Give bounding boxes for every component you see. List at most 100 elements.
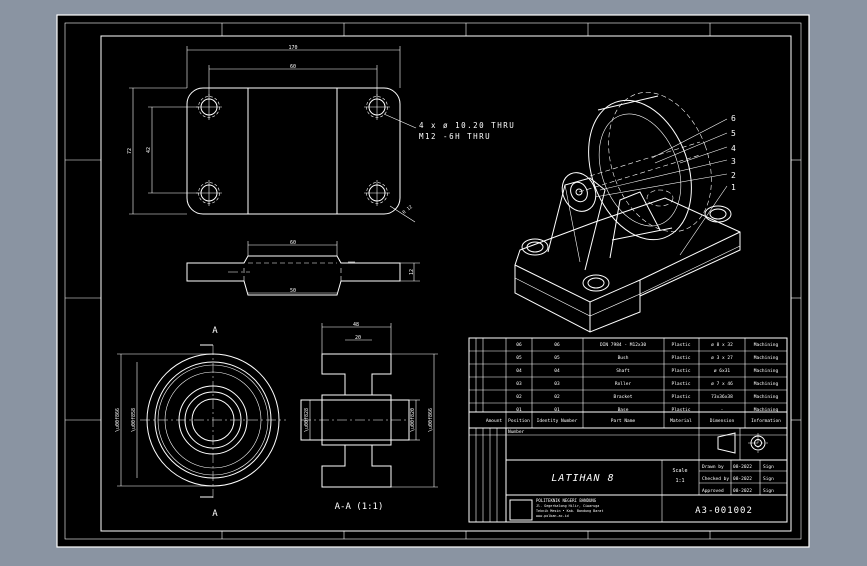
top-view: 170 60 72 42 R 12 <box>127 45 417 223</box>
approved-sign: Sign <box>763 488 774 494</box>
bom-header-dimension: Dimension <box>710 418 735 424</box>
bom-cell-material: Plastic <box>672 381 691 387</box>
bom-cell-identity: 06 <box>554 342 560 348</box>
bom-header-position: Position <box>508 418 530 424</box>
balloon-5: 5 <box>731 129 736 138</box>
company-line-2: Jl. Gegerkalong Hilir, Ciwaruga <box>536 504 599 508</box>
bom-cell-dimension: ø 3 x 27 <box>711 355 733 361</box>
bom-cell-identity: 04 <box>554 368 560 374</box>
bom-cell-part: Roller <box>615 381 632 387</box>
zone-markers <box>65 23 801 539</box>
svg-text:60: 60 <box>290 64 296 70</box>
balloon-2: 2 <box>731 171 736 180</box>
svg-text:60: 60 <box>290 240 296 246</box>
bom-cell-dimension: - <box>721 408 724 413</box>
sheet-outer-frame <box>56 14 810 548</box>
drawing-title: LATIHAN 8 <box>551 473 614 484</box>
balloon-labels: 6 5 4 3 2 1 <box>731 114 736 192</box>
bom-cell-remark: Machining <box>754 381 779 387</box>
bom-header-amount: Amount <box>486 418 503 424</box>
balloon-1: 1 <box>731 183 736 192</box>
bom-cell-part: DIN 7984 - M12x30 <box>600 342 646 348</box>
bom-cell-part: Shaft <box>616 368 630 374</box>
bom-cell-identity: 02 <box>554 394 560 400</box>
balloon-4: 4 <box>731 144 736 153</box>
bom-cell-material: Plastic <box>672 394 691 400</box>
hole-callout-line2: M12 -6H THRU <box>419 132 491 141</box>
bom-cell-material: Plastic <box>672 355 691 361</box>
bom-cell-remark: Machining <box>754 342 779 348</box>
svg-text:42: 42 <box>146 147 152 153</box>
approved-label: Approved <box>702 488 724 494</box>
checked-by-label: Checked by <box>702 476 729 482</box>
drawing-border <box>100 35 792 532</box>
drawing-number: A3-001002 <box>695 506 753 516</box>
isometric-view <box>514 92 741 333</box>
checked-sign: Sign <box>763 476 774 482</box>
bom-cell-dimension: ø 7 x 46 <box>711 381 733 387</box>
svg-text:\u00f858: \u00f858 <box>131 408 137 432</box>
bom-header: Amount Position Identity Number Part Nam… <box>486 418 781 424</box>
svg-text:\u00f866: \u00f866 <box>115 408 121 432</box>
bom-cell-item: 03 <box>516 381 522 387</box>
balloon-3: 3 <box>731 157 736 166</box>
section-view: 48 20 \u00f866 \u00f820 \u00f828 <box>300 322 438 488</box>
checked-date: 08-2022 <box>733 476 752 482</box>
svg-text:\u00f866: \u00f866 <box>428 408 434 432</box>
company-line-4: www.polban.ac.id <box>536 514 569 518</box>
bom-cell-material: Plastic <box>672 342 691 348</box>
title-block <box>468 427 788 523</box>
balloon-6: 6 <box>731 114 736 123</box>
bom-row: 01 01 Base Plastic - Machining <box>516 407 778 413</box>
scale-label: Scale <box>672 468 687 474</box>
number-label: Number <box>508 429 525 435</box>
bom-cell-remark: Machining <box>754 407 779 413</box>
bom-row: 06 06 DIN 7984 - M12x30 Plastic ø 8 x 32 Mach… <box>516 342 778 348</box>
drawn-sign: Sign <box>763 464 774 470</box>
bom-cell-item: 05 <box>516 355 522 361</box>
svg-text:20: 20 <box>355 335 361 341</box>
drawn-by-label: Drawn by <box>702 464 724 470</box>
bom-cell-part: Base <box>618 407 629 413</box>
svg-text:72: 72 <box>127 148 133 154</box>
bom-header-information: Information <box>751 418 781 424</box>
bom-header-part-name: Part Name <box>611 418 636 424</box>
section-mark-top: A <box>212 326 218 336</box>
approved-date: 08-2022 <box>733 488 752 494</box>
scale-value: 1:1 <box>675 478 684 484</box>
bom-cell-item: 06 <box>516 342 522 348</box>
bom-cell-material: Plastic <box>672 368 691 374</box>
bom-cell-part: Bush <box>618 355 629 361</box>
svg-text:12: 12 <box>409 269 415 275</box>
hole-callout-line1: 4 x ø 10.20 THRU <box>419 121 515 130</box>
svg-text:\u00f828: \u00f828 <box>304 408 310 432</box>
bom-cell-dimension: ø 6x31 <box>714 368 731 374</box>
bom-cell-dimension: 73x36x38 <box>711 394 733 400</box>
svg-text:50: 50 <box>290 288 296 294</box>
bom-header-material: Material <box>670 418 692 424</box>
svg-text:\u00f820: \u00f820 <box>410 408 416 432</box>
bom-cell-remark: Machining <box>754 368 779 374</box>
bom-cell-item: 02 <box>516 394 522 400</box>
bom-cell-item: 01 <box>516 407 522 413</box>
bom-cell-item: 04 <box>516 368 522 374</box>
company-logo <box>509 499 533 521</box>
drawn-date: 08-2022 <box>733 464 752 470</box>
svg-text:170: 170 <box>288 45 297 51</box>
bom-cell-remark: Machining <box>754 355 779 361</box>
side-view: \u00f866 \u00f858 <box>115 344 286 498</box>
bom-cell-identity: 01 <box>554 407 560 413</box>
section-label: A-A (1:1) <box>335 502 384 512</box>
sheet-zone-frame <box>64 22 802 540</box>
section-mark-bottom: A <box>212 509 218 519</box>
front-view: 60 50 12 <box>186 240 420 296</box>
company-line-1: POLITEKNIK NEGERI BANDUNG <box>536 498 597 503</box>
bom-cell-material: Plastic <box>672 407 691 413</box>
bom-cell-dimension: ø 8 x 32 <box>711 342 733 348</box>
company-line-3: Teknik Mesin • Kab. Bandung Barat <box>536 509 603 513</box>
